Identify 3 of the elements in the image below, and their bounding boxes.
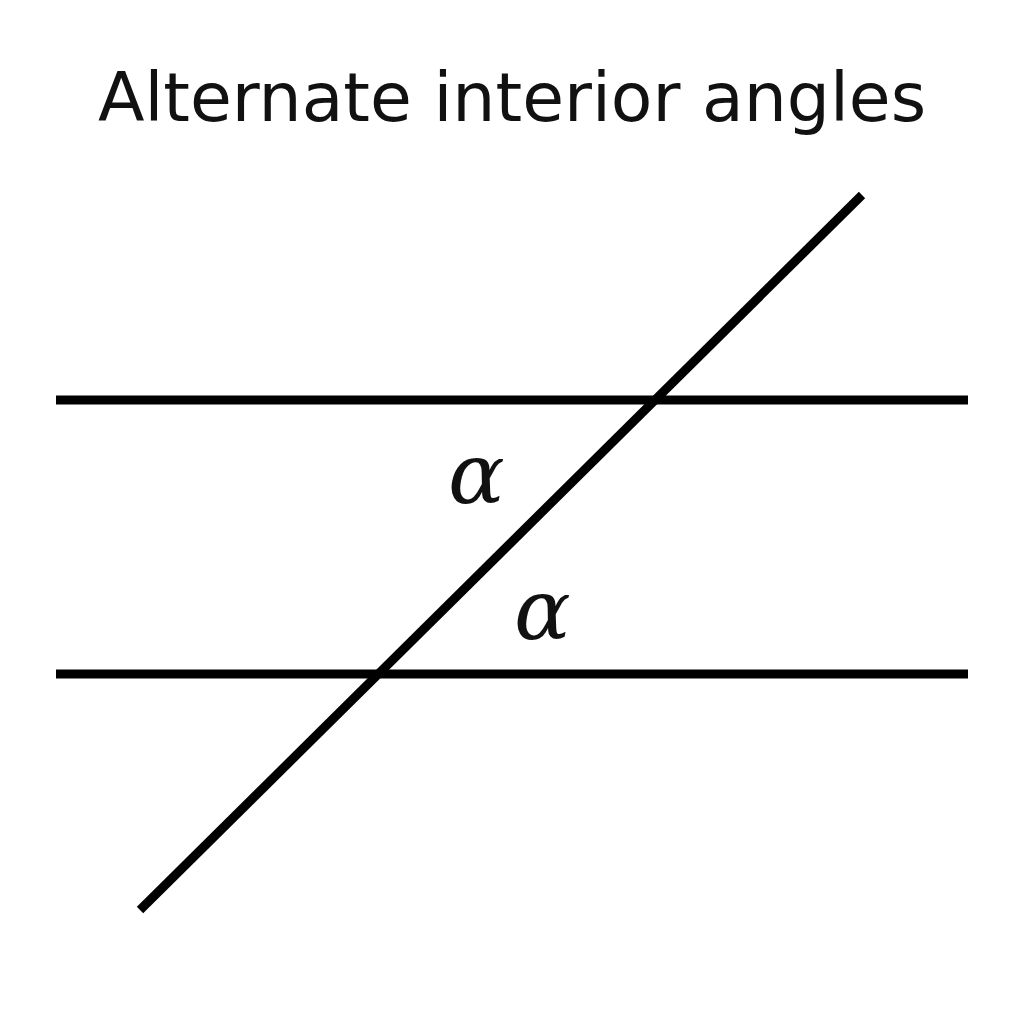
- angle-label: α: [514, 568, 571, 652]
- title: Alternate interior angles: [96, 58, 928, 137]
- angle-label: α: [448, 432, 505, 516]
